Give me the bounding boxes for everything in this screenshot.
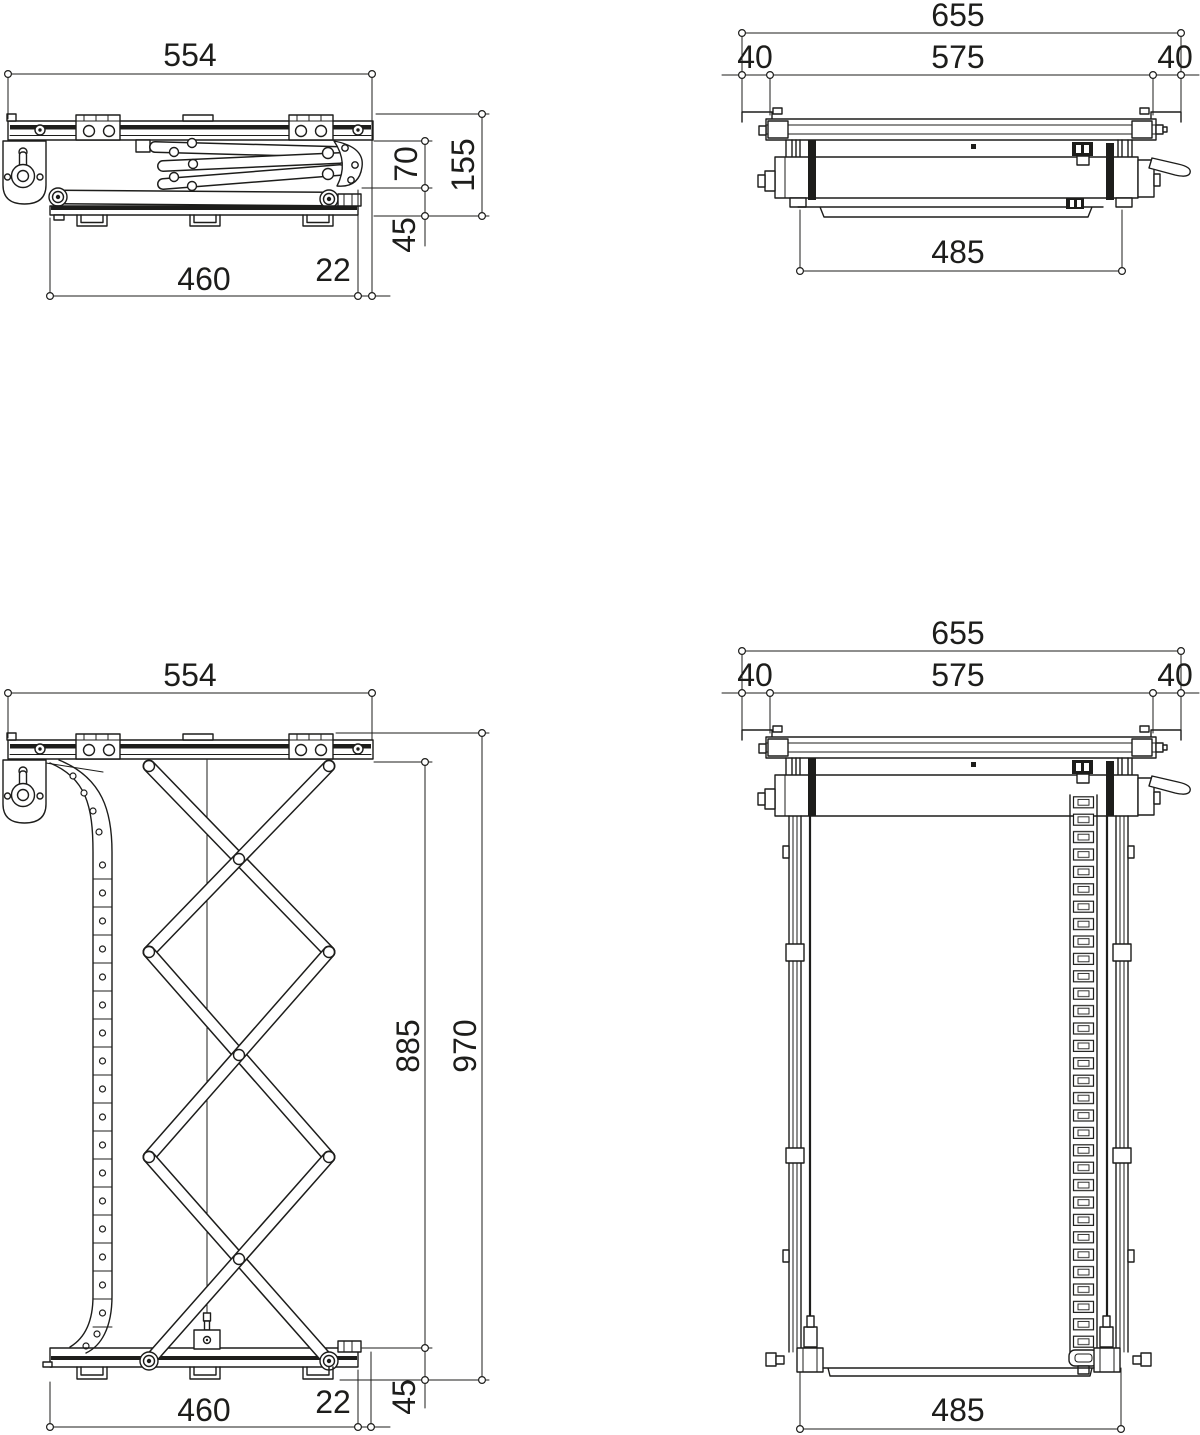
dim-extension: 885 bbox=[390, 1019, 426, 1072]
side-view-extended: 655 40 575 40 485 bbox=[721, 615, 1200, 1434]
ceiling-brackets-extended bbox=[741, 725, 1182, 741]
ceiling-rail-extended bbox=[6, 732, 374, 760]
lift-housing-extended bbox=[757, 774, 1161, 817]
dim-overall-width: 554 bbox=[163, 37, 216, 73]
dim-right-offset: 40 bbox=[1157, 657, 1193, 693]
dim-side-offset: 22 bbox=[315, 252, 351, 288]
guide-rail-right bbox=[1112, 815, 1135, 1353]
ceiling-rail bbox=[6, 113, 374, 141]
scissor-arms-extended bbox=[139, 759, 339, 1371]
dimensions-side-extended: 655 40 575 40 485 bbox=[721, 615, 1200, 1434]
ceiling-brackets bbox=[741, 107, 1182, 123]
scissor-arms-folded bbox=[48, 137, 363, 209]
dim-tray-width: 460 bbox=[177, 261, 230, 297]
cable-chain-side bbox=[1068, 794, 1099, 1375]
dim-tray-width: 460 bbox=[177, 1392, 230, 1428]
front-view-closed: 554 460 22 70 45 155 bbox=[2, 37, 490, 300]
motor-unit bbox=[2, 140, 47, 205]
dim-left-offset: 40 bbox=[737, 657, 773, 693]
dim-right-offset: 40 bbox=[1157, 39, 1193, 75]
crank-handle bbox=[1148, 157, 1191, 177]
dim-platform-depth: 485 bbox=[931, 234, 984, 270]
top-rail-side bbox=[758, 118, 1168, 149]
motor-unit-extended bbox=[2, 759, 47, 824]
dim-tray-height: 45 bbox=[386, 217, 422, 253]
cable-chain-front bbox=[45, 759, 113, 1354]
dim-arm-stack-height: 70 bbox=[388, 146, 424, 182]
projector-tray-closed bbox=[49, 193, 362, 227]
dimensions-front-closed: 554 460 22 70 45 155 bbox=[3, 37, 490, 300]
front-view-extended: 554 885 970 45 460 22 bbox=[2, 657, 490, 1432]
tray-side-closed bbox=[789, 197, 1133, 218]
lift-belt-left bbox=[808, 140, 816, 200]
dim-overall-depth: 655 bbox=[931, 615, 984, 651]
dimensions-front-extended: 554 885 970 45 460 22 bbox=[3, 657, 490, 1432]
belt-anchor-left bbox=[808, 758, 816, 816]
spindle-nut-bracket bbox=[193, 1312, 221, 1350]
lift-housing bbox=[757, 156, 1161, 199]
dimensions-side-closed: 655 40 575 40 485 bbox=[721, 0, 1200, 275]
side-view-closed: 655 40 575 40 485 bbox=[721, 0, 1200, 275]
tray-side-extended bbox=[765, 1315, 1152, 1377]
tray-feet bbox=[76, 1366, 334, 1380]
cable-chain-anchor-extended bbox=[1072, 760, 1093, 784]
lift-belt-right bbox=[1106, 143, 1114, 200]
dim-platform-depth: 485 bbox=[931, 1392, 984, 1428]
dim-rail-span: 575 bbox=[931, 39, 984, 75]
dim-closed-height: 155 bbox=[445, 138, 481, 191]
dim-overall-depth: 655 bbox=[931, 0, 984, 33]
top-rail-side-extended bbox=[758, 736, 1168, 767]
dim-overall-width: 554 bbox=[163, 657, 216, 693]
dim-rail-span: 575 bbox=[931, 657, 984, 693]
dim-tray-height: 45 bbox=[386, 1379, 422, 1415]
guide-rail-left bbox=[782, 815, 805, 1353]
dim-left-offset: 40 bbox=[737, 39, 773, 75]
dim-total-drop: 970 bbox=[447, 1019, 483, 1072]
belt-anchor-right bbox=[1106, 761, 1114, 816]
rail-bracket-left bbox=[75, 114, 121, 141]
cable-chain-anchor bbox=[1072, 142, 1093, 166]
crank-handle-extended bbox=[1148, 775, 1191, 795]
rail-bracket-right bbox=[288, 114, 334, 141]
dim-side-offset: 22 bbox=[315, 1384, 351, 1420]
